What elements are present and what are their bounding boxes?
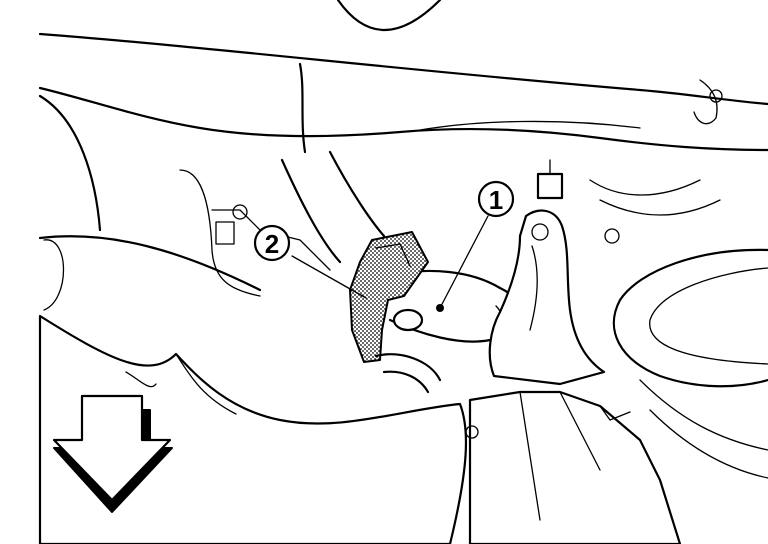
lower-tube-lower (382, 370, 430, 394)
clamp-detail (375, 243, 411, 267)
front-hose-left-detail (125, 371, 157, 388)
hose-clamp-2 (349, 231, 429, 363)
sensor-left (215, 221, 235, 245)
vertical-pipe-right-edge (328, 150, 386, 238)
left-big-hose-upper (38, 94, 102, 232)
right-hose-pair (589, 179, 721, 216)
down-arrow-icon (52, 394, 173, 513)
hose-end-fitting (392, 308, 424, 332)
right-top-fitting (693, 79, 718, 125)
upper-hose-mid (298, 62, 307, 154)
bolt-left (232, 204, 248, 220)
callout-1-leader (439, 215, 489, 309)
callout-1-circle (477, 180, 515, 218)
lower-right-bracket-detail (519, 391, 631, 521)
left-big-hose-lower (38, 235, 262, 292)
lower-right-bracket (468, 390, 682, 544)
right-round-inner (649, 267, 768, 365)
callout-2-label: 2 (265, 229, 279, 259)
upper-hose-top-edge (38, 32, 768, 106)
right-bracket (488, 209, 606, 386)
top-arc (336, 0, 442, 32)
callout-1-label: 1 (489, 185, 503, 215)
right-round-component (612, 248, 768, 388)
right-lower-hose (639, 379, 768, 479)
left-hose-ring (43, 239, 64, 311)
vertical-pipe-left-edge (280, 158, 342, 264)
lower-tube-upper (374, 353, 442, 382)
bolt-right (604, 228, 620, 244)
connector (536, 172, 564, 200)
upper-hose-detail (419, 120, 641, 131)
upper-hose-bottom-edge (38, 86, 768, 152)
bracket-inner (529, 245, 538, 331)
engine-block-outline (179, 169, 261, 297)
callout-2-leader (291, 255, 367, 299)
bracket-hole (531, 223, 549, 241)
right-top-bolt (709, 89, 723, 103)
front-hose-crease (175, 353, 237, 415)
front-lower-hose (38, 314, 468, 544)
callout-2-circle (253, 224, 291, 262)
